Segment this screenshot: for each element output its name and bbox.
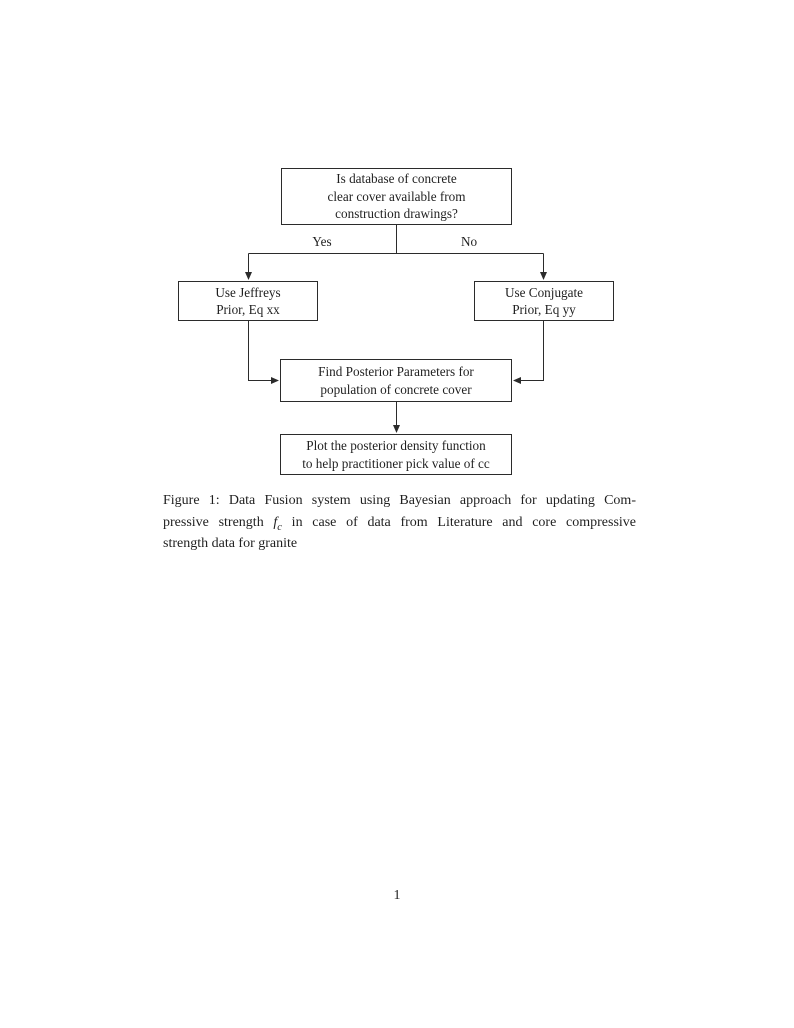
- jeffreys-prior-box: Use Jeffreys Prior, Eq xx: [178, 281, 318, 321]
- connector-conjugate-posterior: [513, 321, 544, 384]
- no-label: No: [460, 234, 478, 249]
- caption-line-2-post: in case of data from Literature and core…: [281, 514, 636, 530]
- conjugate-prior-box-line: Prior, Eq yy: [512, 302, 576, 317]
- caption-line-2-pre: pressive strength: [163, 514, 274, 530]
- conjugate-prior-box-line: Use Conjugate: [504, 284, 583, 300]
- decision-box-line: Is database of concrete: [336, 171, 457, 187]
- yes-label: Yes: [312, 234, 332, 249]
- decision-box-line: clear cover available from: [327, 188, 466, 204]
- caption-line-3: strength data for granite: [163, 536, 298, 551]
- plot-density-box-line: Plot the posterior density function: [306, 438, 486, 453]
- decision-box-line: construction drawings?: [335, 206, 458, 222]
- page-number: 1: [393, 888, 401, 903]
- decision-box: Is database of concrete clear cover avai…: [281, 168, 512, 225]
- plot-density-box-line: to help practitioner pick value of cc: [302, 455, 490, 471]
- posterior-parameters-box: Find Posterior Parameters for population…: [280, 359, 512, 402]
- fc-math-subscript: c: [277, 521, 282, 533]
- caption-line-1: Figure 1: Data Fusion system using Bayes…: [163, 493, 636, 508]
- posterior-parameters-box-line: Find Posterior Parameters for: [318, 364, 474, 379]
- jeffreys-prior-box-line: Use Jeffreys: [215, 284, 281, 300]
- connector-jeffreys-posterior: [248, 321, 279, 384]
- posterior-parameters-box-line: population of concrete cover: [320, 381, 472, 397]
- caption-line-2: pressive strength fc in case of data fro…: [163, 512, 636, 534]
- conjugate-prior-box: Use Conjugate Prior, Eq yy: [474, 281, 614, 321]
- fc-math-symbol: f: [273, 514, 278, 530]
- plot-density-box: Plot the posterior density function to h…: [280, 434, 512, 475]
- figure-caption: Figure 1: Data Fusion system using Bayes…: [163, 490, 636, 555]
- jeffreys-prior-box-line: Prior, Eq xx: [216, 302, 280, 317]
